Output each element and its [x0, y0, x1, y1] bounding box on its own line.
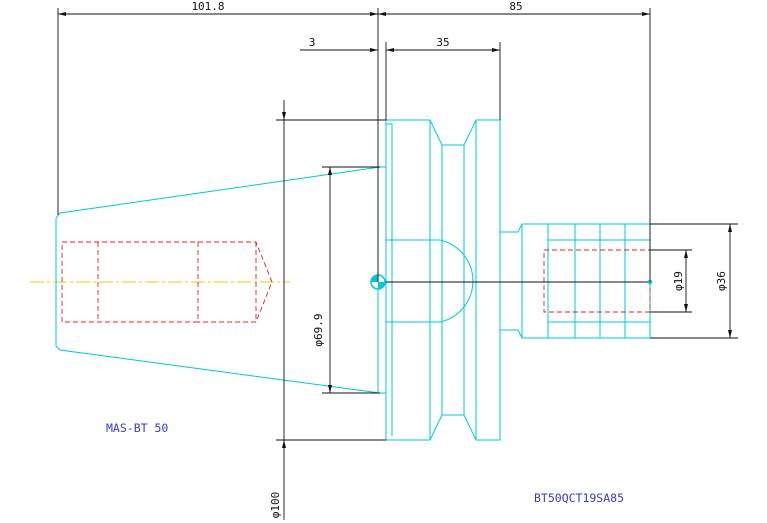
part-number-label: BT50QCT19SA85	[534, 491, 624, 505]
dim-shank-diameter: φ36	[715, 271, 728, 291]
hidden-lines	[61, 241, 651, 323]
dim-bore-diameter: φ19	[672, 271, 685, 291]
dim-flange-width: 35	[436, 36, 449, 49]
dim-flange-diameter: φ100	[269, 492, 282, 519]
dim-overall-right: 85	[509, 0, 522, 13]
dim-overall-left: 101.8	[191, 0, 224, 13]
standard-label: MAS-BT 50	[106, 421, 168, 435]
taper-outline	[55, 166, 386, 394]
dimension-lines	[57, 8, 738, 520]
dim-taper-diameter: φ69.9	[312, 313, 325, 346]
dim-flange-offset: 3	[309, 36, 316, 49]
shank-outline	[500, 223, 651, 339]
flange-outline	[385, 119, 501, 441]
